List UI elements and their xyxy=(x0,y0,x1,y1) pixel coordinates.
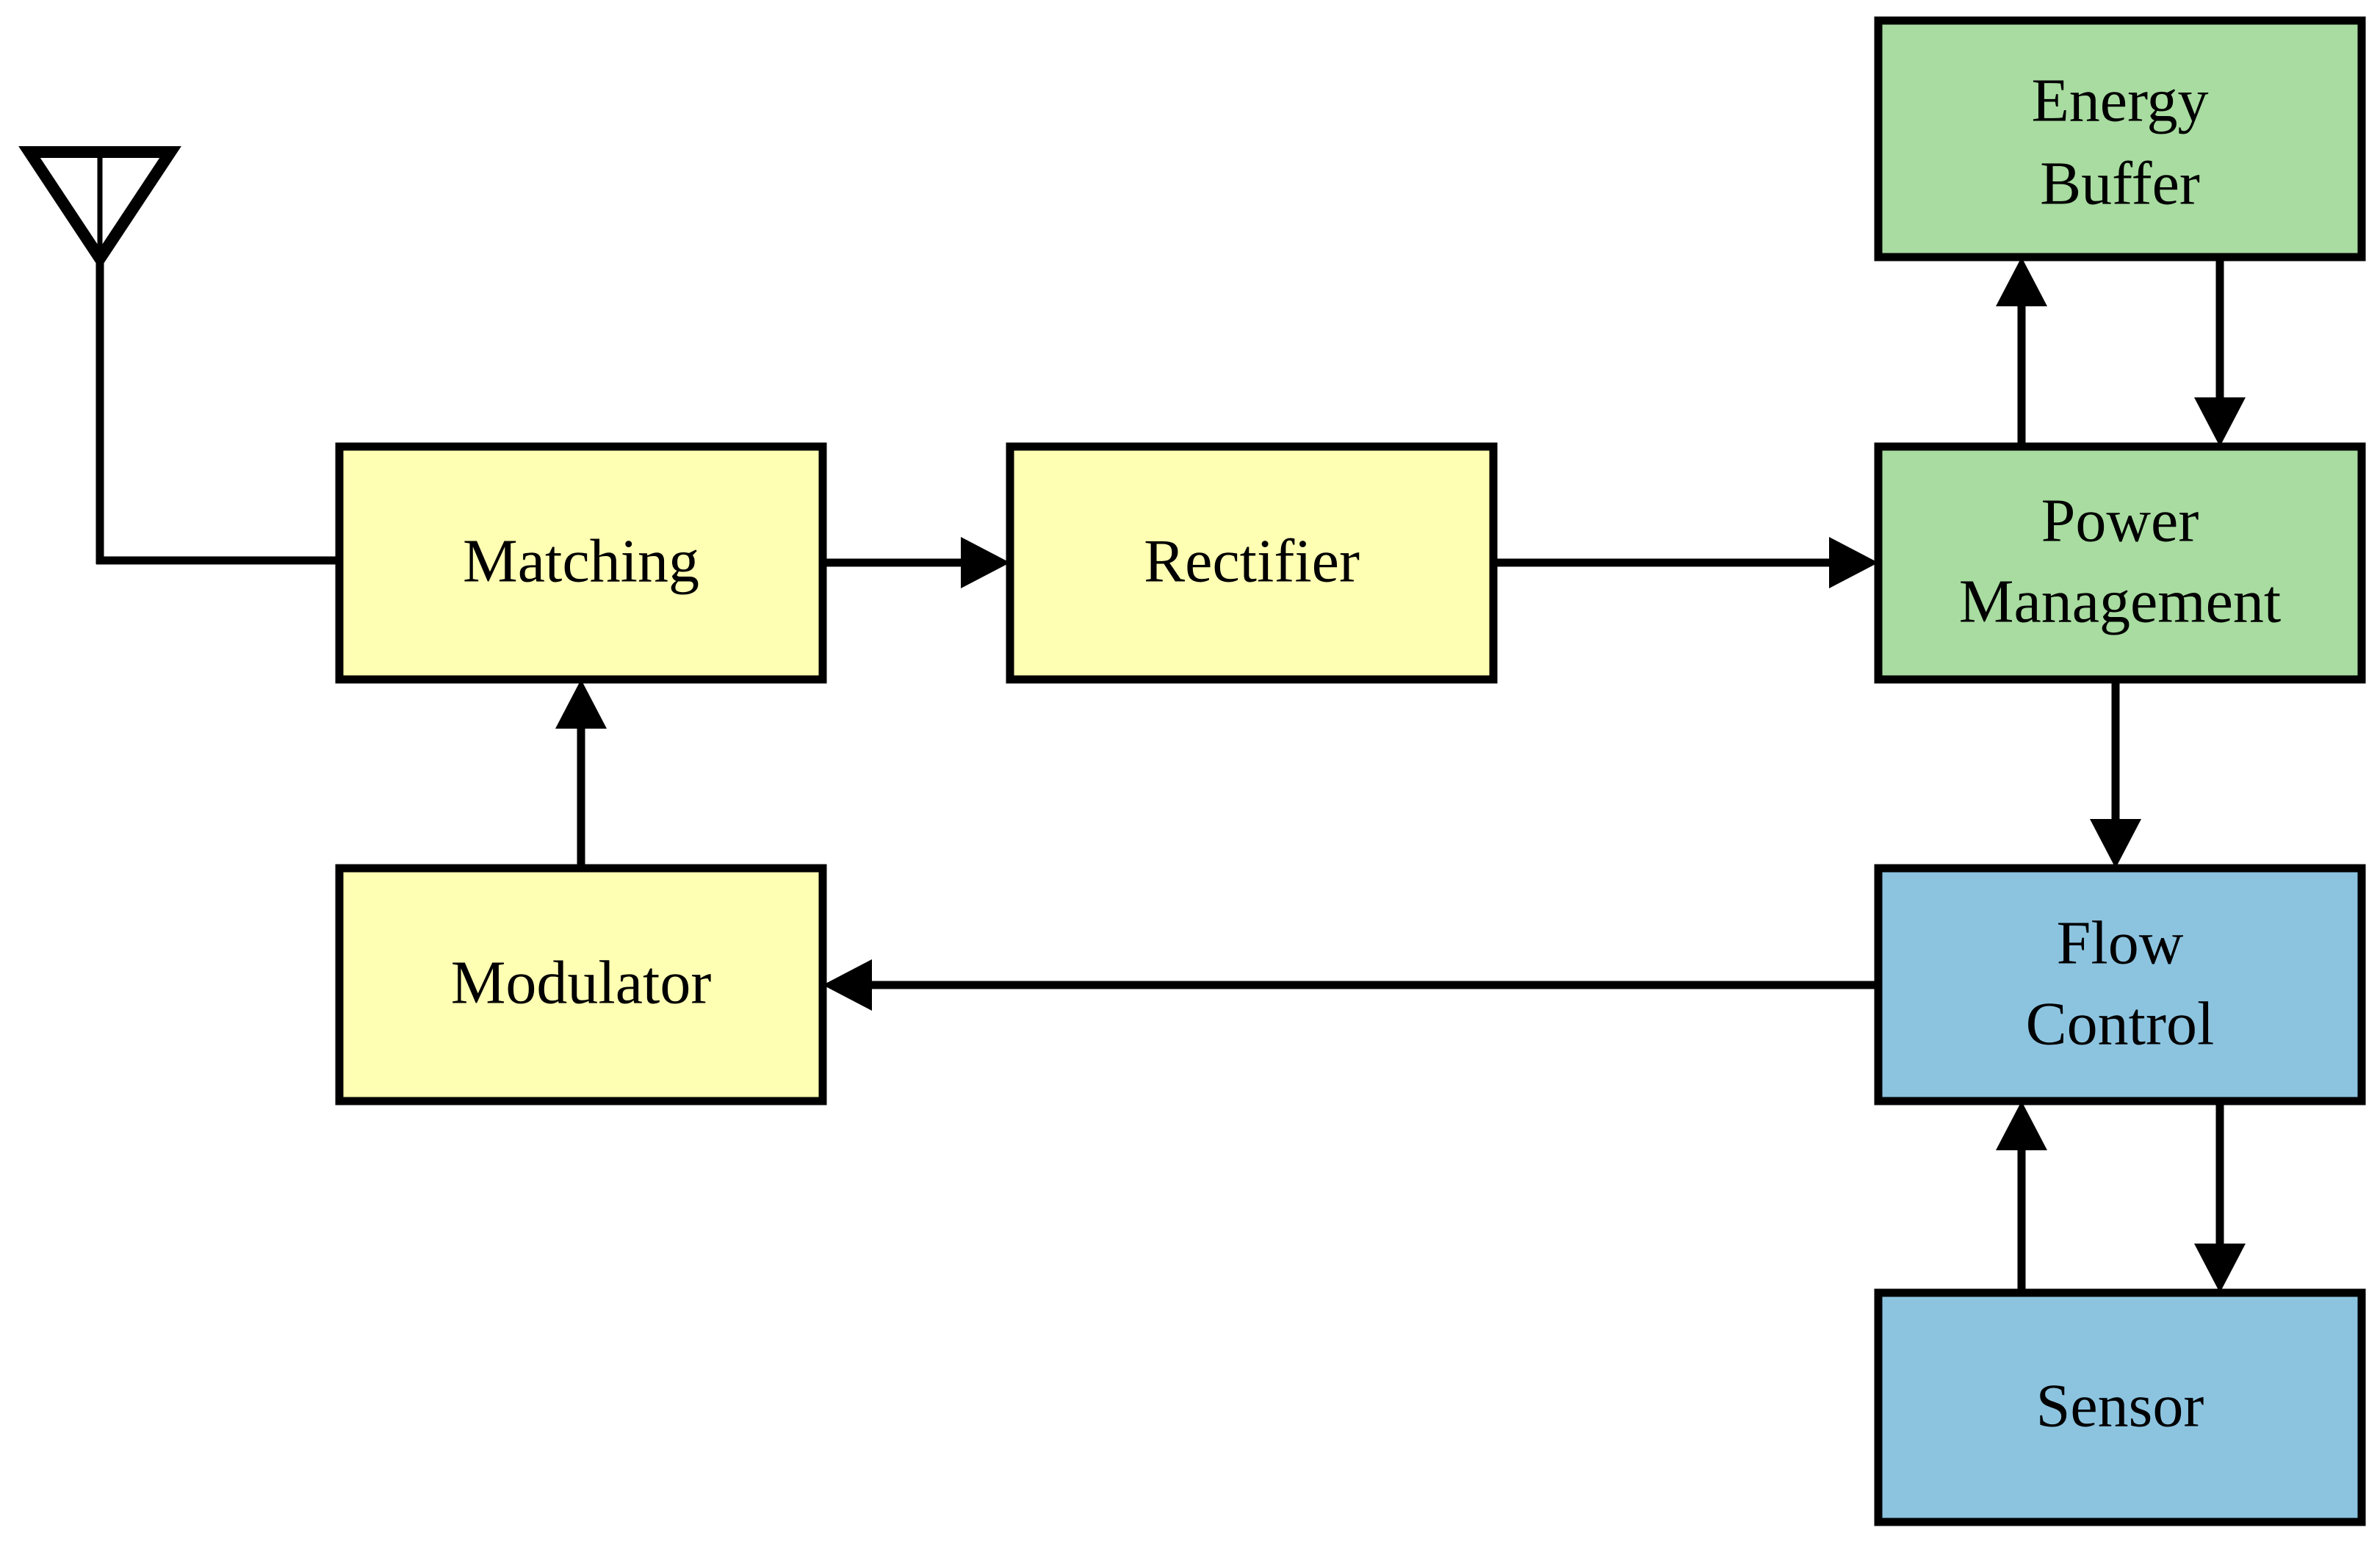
edge-rectifier-to-power-management xyxy=(1493,537,1878,588)
edge-flow-control-to-sensor xyxy=(2194,1101,2246,1293)
node-energy-buffer-label-line1: Energy xyxy=(2031,66,2208,134)
edge-matching-to-rectifier xyxy=(823,537,1010,588)
node-power-management-label-line2: Management xyxy=(1959,567,2282,635)
node-rectifier-box[interactable] xyxy=(1006,442,1498,684)
node-modulator-label: Modulator xyxy=(451,948,712,1017)
node-sensor-box[interactable] xyxy=(1874,1288,2366,1526)
node-flow-control[interactable]: Flow Control xyxy=(1874,864,2366,1105)
edge-flow-control-to-modulator xyxy=(823,959,1878,1011)
edge-modulator-to-matching xyxy=(555,679,607,868)
node-matching[interactable]: Matching xyxy=(335,442,827,684)
node-flow-control-label-line2: Control xyxy=(2026,989,2215,1058)
node-matching-box[interactable] xyxy=(335,442,827,684)
edge-power-management-to-flow-control xyxy=(2090,679,2141,868)
edge-energy-buffer-to-power-management xyxy=(2194,257,2246,447)
node-modulator[interactable]: Modulator xyxy=(335,864,827,1105)
antenna-icon xyxy=(18,146,181,564)
node-matching-label: Matching xyxy=(463,527,699,595)
node-power-management-label-line1: Power xyxy=(2041,486,2199,555)
node-flow-control-box[interactable] xyxy=(1874,864,2366,1105)
node-flow-control-label-line1: Flow xyxy=(2057,909,2184,977)
edge-sensor-to-flow-control xyxy=(1996,1101,2047,1293)
node-modulator-box[interactable] xyxy=(335,864,827,1105)
node-energy-buffer-box[interactable] xyxy=(1874,16,2366,261)
edge-power-management-to-energy-buffer xyxy=(1996,257,2047,447)
node-power-management-box[interactable] xyxy=(1874,442,2366,684)
node-sensor-label: Sensor xyxy=(2036,1371,2204,1440)
node-energy-buffer-label-line2: Buffer xyxy=(2040,149,2200,217)
node-power-management[interactable]: Power Management xyxy=(1874,442,2366,684)
node-rectifier-label: Rectifier xyxy=(1144,527,1360,595)
node-sensor[interactable]: Sensor xyxy=(1874,1288,2366,1526)
node-rectifier[interactable]: Rectifier xyxy=(1006,442,1498,684)
node-energy-buffer[interactable]: Energy Buffer xyxy=(1874,16,2366,261)
